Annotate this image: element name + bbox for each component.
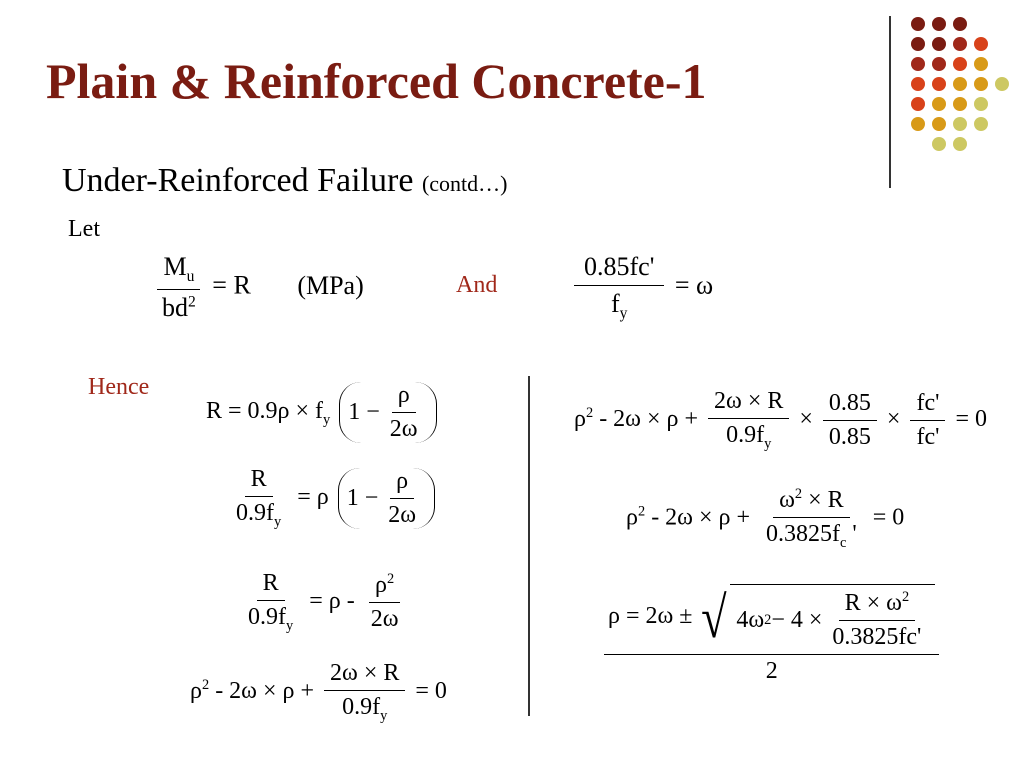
decorative-dot xyxy=(932,77,946,91)
column-divider xyxy=(528,376,530,716)
decorative-dot xyxy=(953,37,967,51)
decorative-dot xyxy=(911,37,925,51)
decorative-dot xyxy=(953,97,967,111)
equation-left-4: ρ2 - 2ω × ρ + 2ω × R 0.9fy = 0 xyxy=(190,660,447,724)
decorative-dot xyxy=(974,57,988,71)
decorative-dot xyxy=(911,17,925,31)
label-and: And xyxy=(456,272,498,298)
decorative-dot xyxy=(932,37,946,51)
decorative-dot xyxy=(911,97,925,111)
slide-subtitle: Under-Reinforced Failure (contd…) xyxy=(62,162,508,200)
equation-right-1: ρ2 - 2ω × ρ + 2ω × R 0.9fy × 0.85 0.85 ×… xyxy=(574,388,987,452)
decorative-dot xyxy=(995,77,1009,91)
equation-define-omega-rhs: = ω xyxy=(674,270,714,300)
equation-right-2: ρ2 - 2ω × ρ + ω2 × R 0.3825fc ' = 0 xyxy=(626,486,905,551)
label-let: Let xyxy=(68,216,100,242)
equation-left-1: R = 0.9ρ × fy 1 − ρ 2ω xyxy=(206,382,440,443)
decorative-dot xyxy=(932,117,946,131)
decorative-dot xyxy=(953,137,967,151)
decorative-dot xyxy=(932,97,946,111)
subtitle-note: (contd…) xyxy=(421,171,508,196)
slide-title: Plain & Reinforced Concrete-1 xyxy=(46,53,707,109)
equation-define-r-rhs: = R xyxy=(212,270,251,300)
decorative-dot xyxy=(974,117,988,131)
label-hence: Hence xyxy=(88,374,150,400)
decorative-dot xyxy=(953,117,967,131)
unit-mpa: (MPa) xyxy=(297,270,364,300)
decorative-dot xyxy=(911,57,925,71)
parenthesis-group: 1 − ρ 2ω xyxy=(339,382,437,443)
fraction-mu-bd2: Mu bd2 xyxy=(156,252,202,323)
decorative-dot xyxy=(953,57,967,71)
parenthesis-group: 1 − ρ 2ω xyxy=(337,467,436,529)
equation-left-2: R 0.9fy = ρ 1 − ρ 2ω xyxy=(226,466,438,531)
equation-define-r: Mu bd2 = R (MPa) xyxy=(152,252,364,323)
decorative-dot xyxy=(974,97,988,111)
decorative-dot xyxy=(932,57,946,71)
equation-define-omega: 0.85fc' fy = ω xyxy=(570,252,713,323)
decorative-dot xyxy=(911,77,925,91)
fraction-fc-fy: 0.85fc' fy xyxy=(574,252,665,323)
decorative-dot xyxy=(974,37,988,51)
decorative-dot xyxy=(953,17,967,31)
decorative-dot xyxy=(932,17,946,31)
decorative-dot xyxy=(974,77,988,91)
decorative-dot xyxy=(911,117,925,131)
decorative-vertical-line xyxy=(889,16,891,188)
decorative-dot xyxy=(953,77,967,91)
subtitle-main: Under-Reinforced Failure xyxy=(62,162,414,199)
decorative-dot xyxy=(932,137,946,151)
equation-left-3: R 0.9fy = ρ - ρ2 2ω xyxy=(248,570,401,634)
